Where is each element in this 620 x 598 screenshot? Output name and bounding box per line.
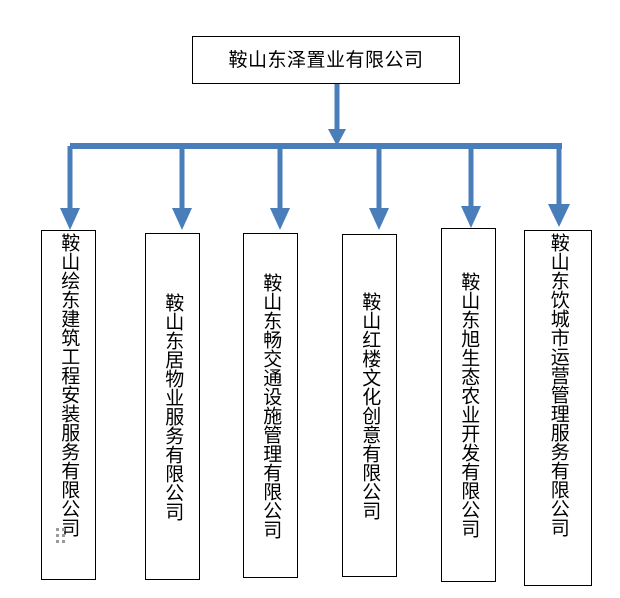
org-node-child-1[interactable]: 鞍山绘东建筑工程安装服务有限公司 xyxy=(41,230,96,580)
org-node-child-6-label: 鞍山东饮城市运营管理服务有限公司 xyxy=(547,233,570,537)
drop-connector-2 xyxy=(172,146,192,230)
org-node-root[interactable]: 鞍山东泽置业有限公司 xyxy=(192,36,460,84)
org-node-child-6[interactable]: 鞍山东饮城市运营管理服务有限公司 xyxy=(524,230,592,586)
org-node-child-4-label: 鞍山红楼文化创意有限公司 xyxy=(359,291,382,520)
resize-handle-dots-icon[interactable] xyxy=(56,528,65,543)
drop-connector-6 xyxy=(548,146,570,227)
org-node-child-2-label: 鞍山东居物业服务有限公司 xyxy=(162,292,185,521)
org-node-child-1-label: 鞍山绘东建筑工程安装服务有限公司 xyxy=(58,233,81,537)
drop-connector-4 xyxy=(369,146,389,230)
root-stem-connector xyxy=(328,84,346,146)
org-node-child-2[interactable]: 鞍山东居物业服务有限公司 xyxy=(145,233,200,580)
org-node-child-3-label: 鞍山东畅交通设施管理有限公司 xyxy=(260,272,283,539)
drop-connector-1 xyxy=(60,146,80,230)
org-node-child-5-label: 鞍山东旭生态农业开发有限公司 xyxy=(458,272,481,538)
drop-connector-5 xyxy=(461,146,481,228)
org-node-child-4[interactable]: 鞍山红楼文化创意有限公司 xyxy=(342,234,397,577)
org-node-child-3[interactable]: 鞍山东畅交通设施管理有限公司 xyxy=(243,233,298,578)
org-node-root-label: 鞍山东泽置业有限公司 xyxy=(228,48,424,71)
org-node-child-5[interactable]: 鞍山东旭生态农业开发有限公司 xyxy=(441,228,496,582)
drop-connector-3 xyxy=(270,146,290,230)
